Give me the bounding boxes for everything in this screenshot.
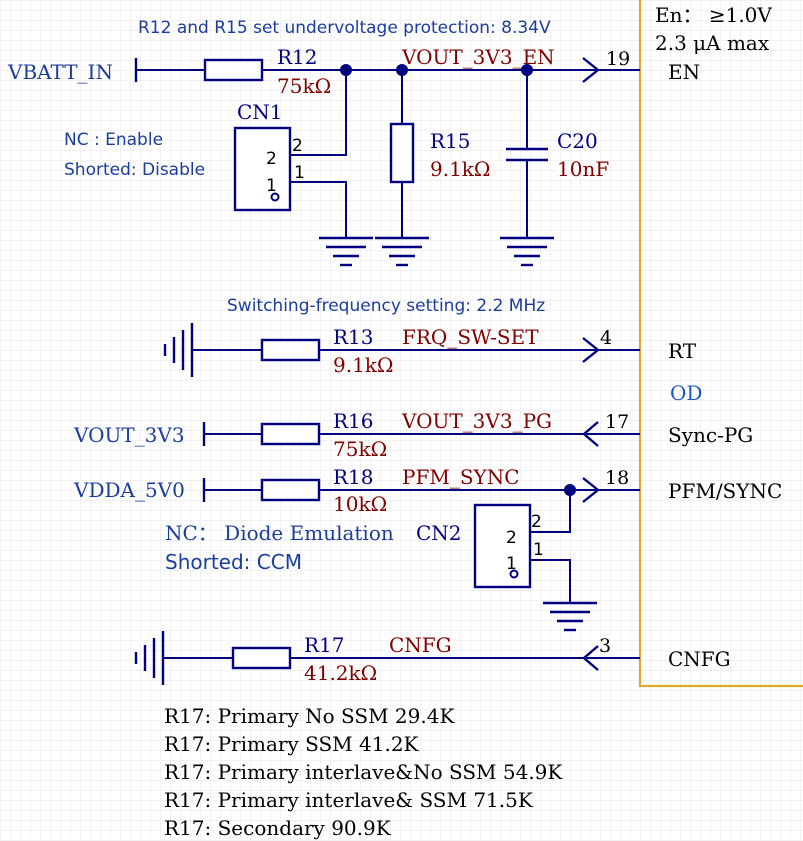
switching-frequency-note: Switching-frequency setting: 2.2 MHz [227,296,545,316]
r13-value: 9.1kΩ [333,353,394,377]
en-spec-line2: 2.3 μA max [655,31,770,55]
undervoltage-note: R12 and R15 set undervoltage protection:… [138,18,551,38]
pin-18-number: 18 [605,467,629,489]
cn2-pin1-number: 1 [533,540,544,560]
cn1-nc-note: NC : Enable [64,130,163,150]
vbatt-in-port-label: VBATT_IN [7,60,113,84]
gnd-symbol-cn1 [319,236,373,267]
vdda-5v0-port-label: VDDA_5V0 [73,478,185,502]
r12-designator: R12 [277,45,318,69]
pin-rt-name: RT [668,339,697,363]
vout-3v3-port-label: VOUT_3V3 [73,423,185,447]
gnd-symbol-r13 [163,323,194,377]
pg-port-arrow [582,421,599,447]
cn2-designator: CN2 [416,521,462,545]
pin-19-number: 19 [606,48,630,70]
cn1-pin1-marker [270,192,280,202]
r12-resistor [203,58,264,82]
cn2-connector [473,503,532,589]
pin-en-name: EN [668,60,700,84]
net-label-pg: VOUT_3V3_PG [401,409,552,433]
cn2-pin2-inner: 2 [506,528,517,548]
od-label: OD [670,381,702,405]
cn2-nc-note: NC： Diode Emulation [165,521,394,545]
cn1-pin1-inner: 1 [266,176,277,196]
pin-pfm-sync-name: PFM/SYNC [668,479,782,503]
pin-sync-pg-name: Sync-PG [668,423,753,447]
r12-value: 75kΩ [277,74,331,98]
sync-port-arrow [582,477,600,503]
c20-value: 10nF [557,157,609,181]
gnd-symbol-r17 [134,631,165,685]
cn1-pin2-number: 2 [292,136,303,156]
gnd-symbol-r15 [375,236,429,267]
cn1-shorted-note: Shorted: Disable [64,160,205,180]
rt-port-arrow [582,337,600,363]
cn1-designator: CN1 [237,100,283,124]
en-port-arrow [582,57,600,83]
r17-option: R17: Primary No SSM 29.4K [164,704,455,728]
r15-resistor [389,122,415,184]
r17-value: 41.2kΩ [304,661,377,685]
r16-designator: R16 [333,409,374,433]
net-label-sync: PFM_SYNC [402,465,520,489]
ic-body-outline [638,0,803,688]
wire-cn1-pin2 [290,70,347,156]
r18-designator: R18 [333,465,374,489]
r17-option: R17: Primary SSM 41.2K [164,732,420,756]
wire-cn2-pin1 [530,559,571,602]
r18-value: 10kΩ [333,492,387,516]
en-spec-line1: En： ≥1.0V [655,3,772,27]
r17-resistor [231,646,292,670]
r13-resistor [260,338,321,362]
r13-designator: R13 [333,325,374,349]
net-label-en: VOUT_3V3_EN [401,45,555,69]
c20-designator: C20 [557,129,598,153]
gnd-symbol-cn2 [543,601,597,632]
gnd-symbol-c20 [500,236,554,267]
cn1-connector [233,126,292,212]
pin-cnfg-name: CNFG [668,647,731,671]
r16-resistor [260,422,321,446]
pin-17-number: 17 [605,411,629,433]
cnfg-port-arrow [582,645,599,671]
r17-option: R17: Primary interlave&No SSM 54.9K [164,760,563,784]
net-label-rt: FRQ_SW-SET [402,325,539,349]
cn1-pin2-inner: 2 [266,149,277,169]
cn2-shorted-note: Shorted: CCM [165,550,302,574]
r18-resistor [260,478,321,502]
cn2-pin1-marker [509,569,519,579]
wire-cn1-pin1 [290,181,347,237]
wire-cn2-pin2 [530,490,571,533]
cn2-pin1-inner: 1 [506,554,517,574]
r17-option: R17: Secondary 90.9K [164,816,392,840]
r17-option: R17: Primary interlave& SSM 71.5K [164,788,534,812]
net-label-cnfg: CNFG [389,633,452,657]
r15-designator: R15 [430,129,471,153]
cn1-pin1-number: 1 [294,163,305,183]
pin-3-number: 3 [599,635,611,657]
r15-value: 9.1kΩ [430,157,491,181]
r17-designator: R17 [304,633,345,657]
pin-4-number: 4 [600,327,612,349]
cn2-pin2-number: 2 [531,512,542,532]
r16-value: 75kΩ [333,437,387,461]
